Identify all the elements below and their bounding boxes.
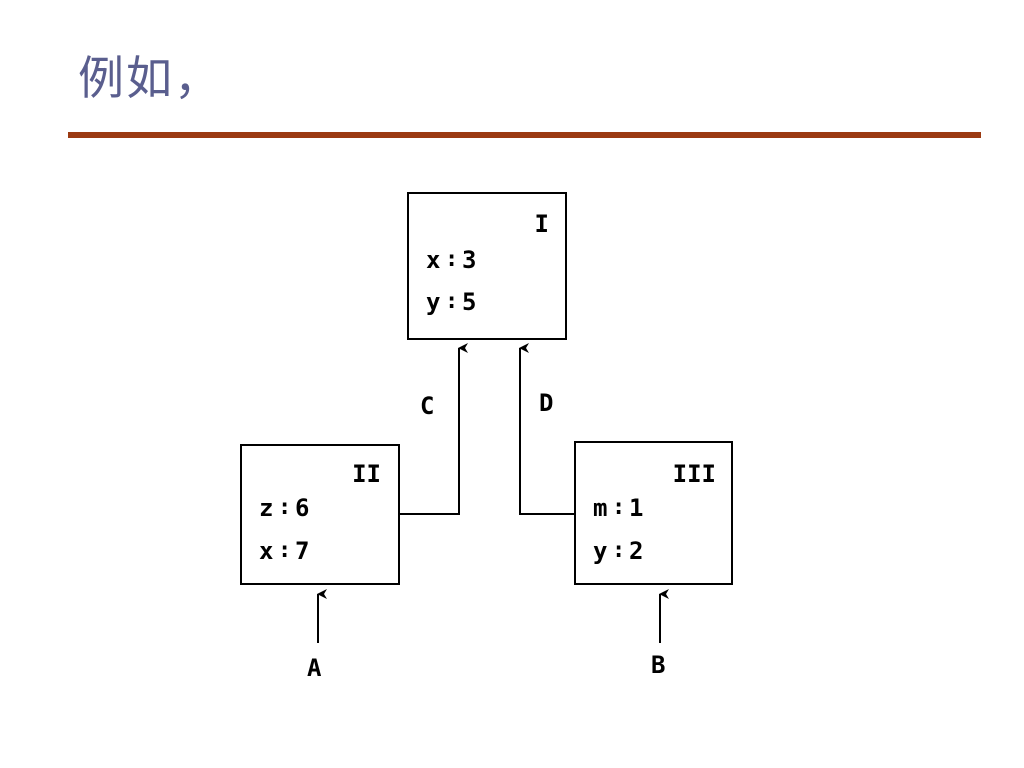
frame-I-label: I bbox=[535, 210, 549, 238]
frame-III-label: III bbox=[673, 460, 716, 488]
frame-III-binding-sep: : bbox=[612, 495, 625, 520]
pointer-label-A: A bbox=[307, 654, 322, 682]
frame-I-binding-var: x bbox=[426, 246, 440, 274]
frame-II-binding-value: 7 bbox=[295, 537, 309, 565]
frame-III-box bbox=[574, 441, 733, 585]
frame-I-binding-value: 3 bbox=[462, 246, 476, 274]
frame-II-binding-var: z bbox=[259, 494, 273, 522]
frame-II-binding-var: x bbox=[259, 537, 273, 565]
frame-II: II z : 6 x : 7 bbox=[240, 444, 400, 585]
title-divider bbox=[68, 132, 981, 138]
frame-I: I x : 3 y : 5 bbox=[407, 192, 567, 340]
frame-I-binding-sep: : bbox=[445, 289, 458, 314]
frame-III-binding-var: y bbox=[593, 537, 607, 565]
frame-II-binding-sep: : bbox=[278, 495, 291, 520]
frame-III-binding-var: m bbox=[593, 494, 607, 522]
frame-II-binding-sep: : bbox=[278, 538, 291, 563]
pointer-label-C: C bbox=[420, 392, 434, 420]
frame-II-label: II bbox=[352, 460, 381, 488]
frame-III-binding-value: 1 bbox=[629, 494, 643, 522]
frame-I-box bbox=[407, 192, 567, 340]
pointer-label-B: B bbox=[651, 651, 665, 679]
pointer-label-D: D bbox=[539, 389, 553, 417]
frame-III-binding-sep: : bbox=[612, 538, 625, 563]
slide-title: 例如， bbox=[78, 51, 222, 105]
frame-I-binding-value: 5 bbox=[462, 288, 476, 316]
connector-II-to-I bbox=[399, 343, 468, 515]
frame-I-binding-var: y bbox=[426, 288, 440, 316]
connector-III-to-I bbox=[519, 343, 575, 515]
frame-I-binding-sep: : bbox=[445, 247, 458, 272]
frame-III: III m : 1 y : 2 bbox=[574, 441, 733, 585]
frame-II-binding-value: 6 bbox=[295, 494, 309, 522]
frame-III-binding-value: 2 bbox=[629, 537, 643, 565]
